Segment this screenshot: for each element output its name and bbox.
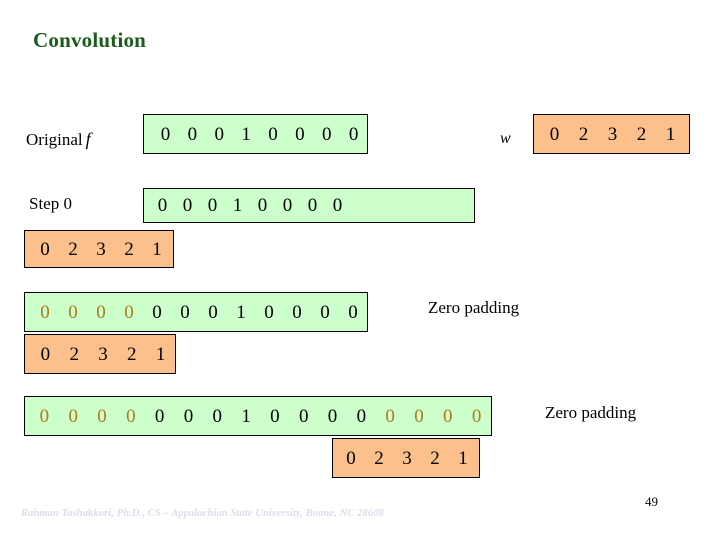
digit-cell: 2 [430,447,440,469]
digit-cell: 0 [332,195,343,216]
page-number: 49 [645,494,658,509]
digit-cell: 0 [214,123,224,145]
digit-cell: 0 [298,405,309,427]
digit-cell: 0 [270,405,280,427]
digit-cell: 2 [578,123,589,145]
digit-cell: 0 [157,195,168,216]
digit-cell: 0 [182,195,193,216]
digit-cell: 0 [208,301,218,323]
digit-cell: 0 [183,405,194,427]
digit-cell: 0 [414,405,424,427]
digit-cell: 1 [458,447,468,469]
digit-cell: 0 [97,405,107,427]
zero-padding-note-1: Zero padding [428,298,520,317]
digit-cell: 0 [348,123,359,145]
original-signal-label-symbol: f [85,129,91,149]
digit-cell: 2 [68,238,78,260]
digit-cell: 3 [98,343,108,365]
digit-cell: 0 [207,195,218,216]
digit-cell: 0 [321,123,332,145]
digit-cell: 1 [241,123,251,145]
digit-cell: 0 [346,447,356,469]
digit-cell: 0 [40,343,51,365]
digit-cell: 0 [443,405,453,427]
digit-cell: 0 [471,405,482,427]
digit-cell: 2 [374,447,384,469]
digit-cell: 0 [40,301,50,323]
digit-cell: 0 [68,301,78,323]
digit-cell: 0 [154,405,165,427]
digit-cell: 1 [152,238,162,260]
digit-cell: 2 [124,238,134,260]
digit-cell: 3 [96,238,106,260]
zero-padding-note-2: Zero padding [545,403,637,422]
original-signal-label-text: Original [26,130,83,149]
digit-cell: 0 [124,301,134,323]
digit-cell: 0 [282,195,293,216]
footer-credit: Rahman Tashakkori, Ph.D., CS – Appalachi… [21,508,384,519]
digit-cell: 1 [155,343,166,365]
digit-cell: 0 [257,195,268,216]
digit-cell: 0 [385,405,395,427]
digit-cell: 1 [665,123,676,145]
digit-cell: 3 [402,447,412,469]
digit-cell: 0 [187,123,198,145]
digit-cell: 0 [40,238,50,260]
digit-cell: 0 [264,301,274,323]
digit-cell: 0 [212,405,223,427]
digit-cell: 3 [607,123,618,145]
digit-cell: 0 [320,301,330,323]
digit-cell: 1 [236,301,246,323]
digit-cell: 0 [295,123,305,145]
digit-cell: 2 [127,343,137,365]
digit-cell: 0 [268,123,278,145]
digit-cell: 0 [96,301,106,323]
page-title: Convolution [33,28,147,52]
digit-cell: 0 [549,123,560,145]
digit-cell: 0 [126,405,136,427]
digit-cell: 1 [232,195,243,216]
digit-cell: 0 [327,405,338,427]
digit-cell: 0 [307,195,318,216]
digit-cell: 1 [241,405,251,427]
digit-cell: 2 [636,123,647,145]
digit-cell: 0 [292,301,302,323]
step0-label: Step 0 [29,194,72,213]
digit-cell: 0 [356,405,367,427]
digit-cell: 0 [152,301,162,323]
digit-cell: 2 [69,343,79,365]
digit-cell: 0 [348,301,358,323]
digit-cell: 0 [180,301,190,323]
digit-cell: 0 [68,405,78,427]
kernel-symbol-label: w [500,130,511,147]
digit-cell: 0 [39,405,50,427]
digit-cell: 0 [160,123,171,145]
